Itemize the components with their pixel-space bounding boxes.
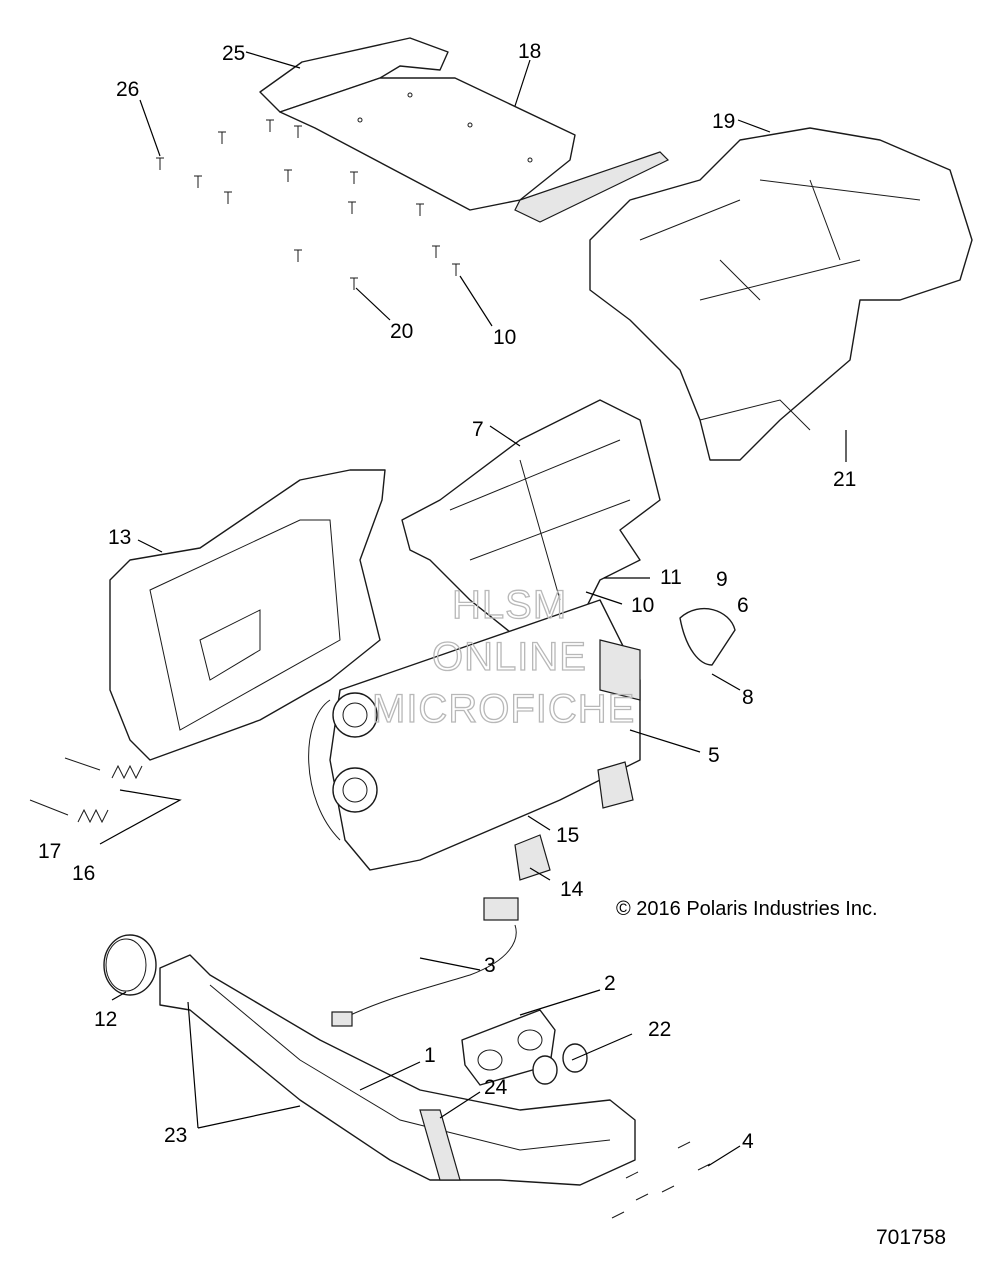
watermark: HLSM ONLINE MICROFICHE [371, 582, 635, 731]
callout-18: 18 [518, 40, 541, 63]
callout-23: 23 [164, 1124, 187, 1147]
part-22-rings [532, 1043, 588, 1085]
leader-lines [99, 51, 847, 1167]
part-4-bolts [611, 1141, 711, 1219]
part-14-rubber-mounts [514, 761, 634, 881]
part-19-heat-shield [589, 127, 973, 461]
callout-26: 26 [116, 78, 139, 101]
callout-10b: 10 [631, 594, 654, 617]
callout-11: 11 [660, 566, 682, 589]
callout-8: 8 [742, 686, 754, 709]
callout-25: 25 [222, 42, 245, 65]
callout-24: 24 [484, 1076, 508, 1099]
part-12-clamp [103, 934, 157, 996]
callout-13: 13 [108, 526, 131, 549]
callout-2: 2 [604, 972, 616, 995]
part-5-muffler [308, 599, 641, 871]
part-13-side-shield [109, 469, 386, 761]
part-1-head-pipe [159, 954, 636, 1186]
callout-14: 14 [560, 878, 584, 901]
svg-text:ONLINE: ONLINE [432, 635, 587, 679]
callout-20: 20 [390, 320, 413, 343]
svg-text:HLSM: HLSM [452, 583, 567, 627]
callout-6: 6 [737, 594, 749, 617]
callout-17: 17 [38, 840, 61, 863]
callout-12: 12 [94, 1008, 117, 1031]
part-18-skid-plate [279, 77, 670, 223]
bolt-set-upper [156, 119, 460, 290]
part-3-o2-sensor [331, 897, 519, 1027]
callout-4: 4 [742, 1130, 754, 1153]
callout-7: 7 [472, 418, 484, 441]
diagram-id: 701758 [876, 1226, 947, 1249]
svg-text:MICROFICHE: MICROFICHE [372, 687, 635, 731]
callout-15: 15 [556, 824, 579, 847]
callout-9: 9 [716, 568, 728, 591]
callout-5: 5 [708, 744, 720, 767]
callout-16: 16 [72, 862, 95, 885]
callout-1: 1 [424, 1044, 436, 1067]
part-17-16-spring-bolts [29, 757, 143, 824]
callout-19: 19 [712, 110, 735, 133]
callout-22: 22 [648, 1018, 671, 1041]
copyright-notice: © 2016 Polaris Industries Inc. [616, 898, 878, 920]
callout-21: 21 [833, 468, 856, 491]
callout-3: 3 [484, 954, 496, 977]
callout-numbers: 25 18 26 19 20 10 7 21 13 11 9 10 6 8 5 … [38, 40, 856, 1153]
callout-10a: 10 [493, 326, 516, 349]
part-7-heat-shield [401, 399, 661, 641]
part-6-end-cap [679, 607, 736, 666]
